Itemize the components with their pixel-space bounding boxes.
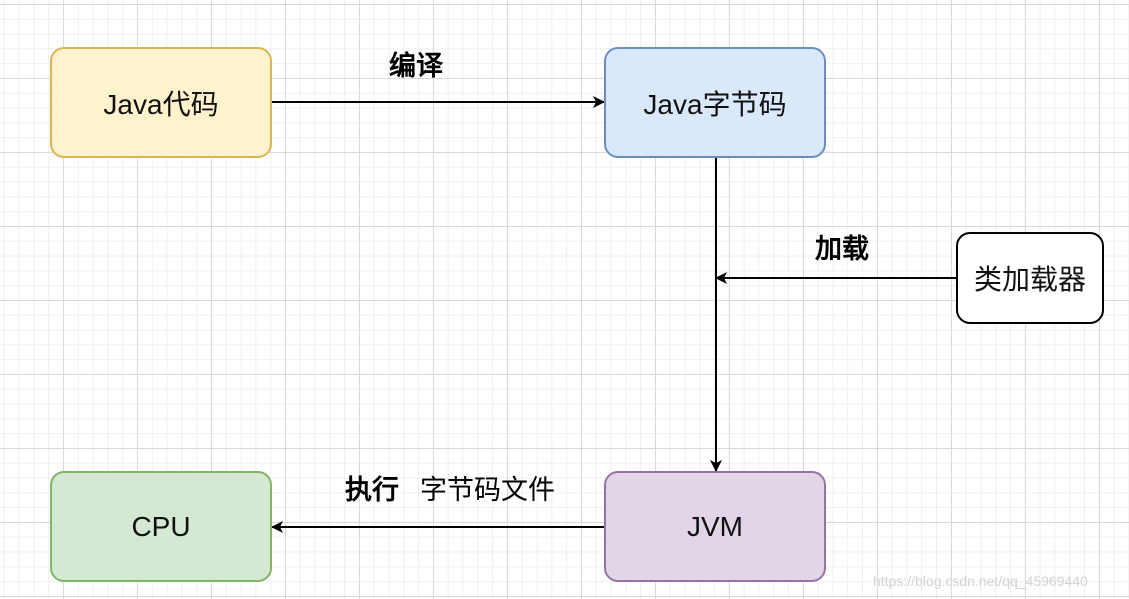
watermark-text: https://blog.csdn.net/qq_45969440 — [873, 573, 1088, 589]
bytecode-file-label: 字节码文件 — [420, 475, 555, 505]
jvm-node: JVM — [604, 471, 826, 582]
class-loader-node: 类加载器 — [956, 232, 1104, 324]
java-bytecode-label: Java字节码 — [643, 88, 787, 120]
java-code-label: Java代码 — [103, 88, 219, 120]
jvm-label: JVM — [687, 510, 743, 542]
cpu-node: CPU — [50, 471, 272, 582]
cpu-label: CPU — [131, 510, 191, 542]
java-code-node: Java代码 — [50, 47, 272, 158]
execute-label: 执行 — [345, 475, 399, 505]
compile-label: 编译 — [389, 51, 443, 81]
class-loader-label: 类加载器 — [973, 264, 1086, 295]
java-bytecode-node: Java字节码 — [604, 47, 826, 158]
load-label: 加载 — [815, 234, 869, 264]
